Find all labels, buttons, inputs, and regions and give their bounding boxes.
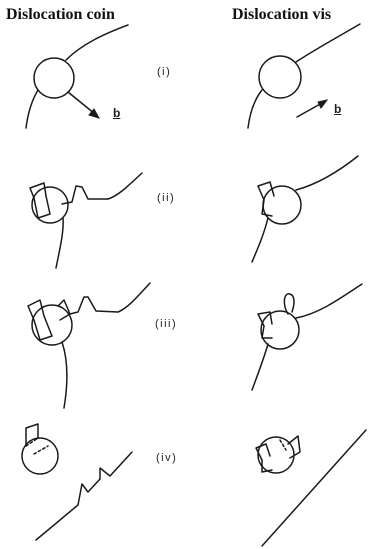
dislocation-line-upper xyxy=(118,283,150,312)
dislocation-step xyxy=(62,186,108,204)
dislocation-line-lower xyxy=(248,90,262,128)
dislocation-loop-segment xyxy=(34,196,50,218)
dislocation-line xyxy=(262,430,366,546)
dislocation-line-lower xyxy=(26,90,38,128)
dislocation-line-lower xyxy=(252,344,268,390)
dislocation-line-lower xyxy=(252,218,268,262)
left-stage-iii-drawing xyxy=(28,283,150,408)
dislocation-loop-segment xyxy=(262,200,272,216)
precipitate-circle xyxy=(32,305,72,345)
prismatic-loop-hidden-edge xyxy=(280,440,286,450)
left-stage-iv-drawing xyxy=(22,424,132,540)
dislocation-loop-segment xyxy=(258,182,274,200)
dislocation-line-upper xyxy=(296,156,358,190)
right-stage-iii-drawing xyxy=(252,284,362,390)
dislocation-line-upper xyxy=(66,25,128,60)
dislocation-line-upper xyxy=(296,284,362,318)
burgers-vector-arrow-shaft xyxy=(297,103,322,117)
precipitate-circle xyxy=(259,56,301,98)
right-stage-ii-drawing xyxy=(252,156,358,262)
dislocation-line-lower xyxy=(56,218,63,268)
left-stage-ii-drawing xyxy=(30,173,142,268)
dislocation-line-lower xyxy=(62,342,67,408)
dislocation-loop-segment xyxy=(58,300,70,320)
precipitate-circle xyxy=(263,186,301,224)
right-stage-i-drawing xyxy=(248,24,360,128)
dislocation-step xyxy=(70,297,118,314)
burgers-vector-arrow-shaft xyxy=(68,92,95,114)
dislocation-line xyxy=(36,452,132,540)
precipitate-circle xyxy=(22,438,58,474)
precipitate-circle xyxy=(261,311,299,349)
dislocation-loop-segment xyxy=(28,300,44,320)
prismatic-loop-hidden-edge xyxy=(34,446,48,454)
left-stage-i-drawing xyxy=(26,25,128,128)
dislocation-line-upper xyxy=(296,24,360,62)
dislocation-loop-segment xyxy=(30,183,46,198)
right-stage-iv-drawing xyxy=(256,430,366,546)
burgers-vector-arrowhead xyxy=(318,100,327,108)
precipitate-circle xyxy=(258,437,294,473)
dislocation-loop-segment xyxy=(262,326,272,338)
dislocation-loop-segment xyxy=(34,316,52,340)
dislocation-line-upper xyxy=(108,173,142,199)
dislocation-bowed-loop xyxy=(284,294,294,314)
